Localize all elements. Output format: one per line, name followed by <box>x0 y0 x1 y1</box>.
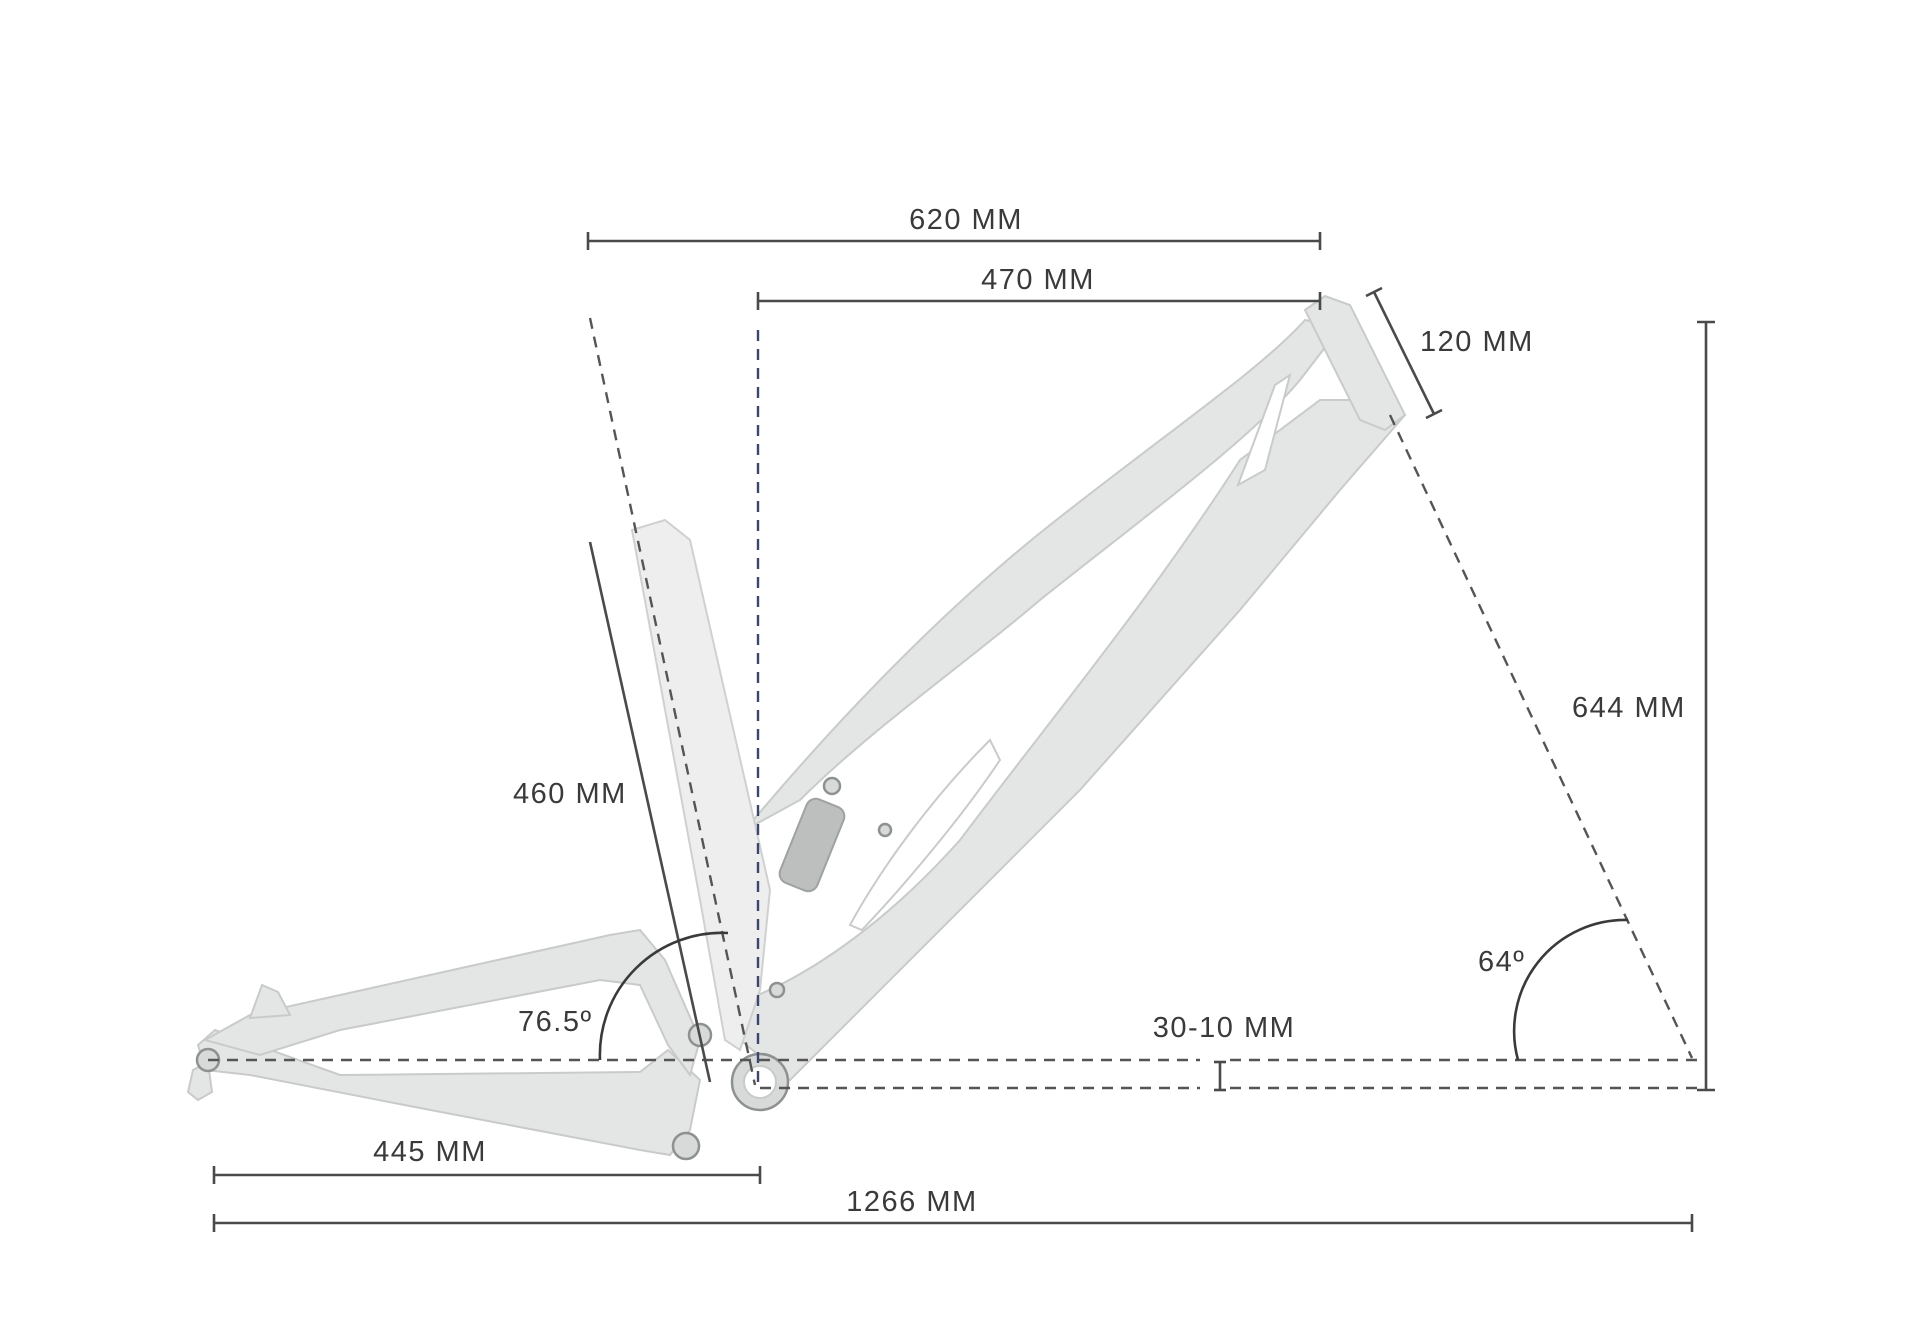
dim-120-line <box>1372 291 1436 415</box>
dim-460-line <box>588 541 712 1083</box>
head-tube <box>1303 294 1407 432</box>
frame-cutout-upper <box>1236 372 1292 488</box>
dim-120-tick-bottom <box>1425 408 1443 420</box>
link-pivot <box>768 981 786 999</box>
head-angle-arc <box>1512 918 1629 1061</box>
lower-link-pivot <box>671 1131 701 1161</box>
label-1266: 1266 MM <box>846 1186 977 1218</box>
label-bb-drop: 30-10 MM <box>1153 1012 1296 1044</box>
label-644: 644 MM <box>1572 692 1686 724</box>
top-tube <box>744 318 1342 831</box>
label-445: 445 MM <box>373 1136 487 1168</box>
label-seat-angle: 76.5º <box>518 1006 593 1038</box>
label-460: 460 MM <box>513 778 627 810</box>
label-120: 120 MM <box>1420 326 1534 358</box>
shock-pivot-upper <box>822 776 842 796</box>
label-620: 620 MM <box>909 204 1023 236</box>
rear-shock <box>778 797 846 893</box>
seatstay <box>202 928 702 1078</box>
label-470: 470 MM <box>981 264 1095 296</box>
dim-120-tick-top <box>1365 286 1383 298</box>
shock-pivot-lower <box>877 822 893 838</box>
seat-angle-line <box>588 317 757 1086</box>
label-head-angle: 64º <box>1478 946 1525 978</box>
frame-cutout-lower <box>848 738 1002 932</box>
dropout <box>248 983 292 1020</box>
bike-frame <box>186 294 1407 1161</box>
dimension-lines <box>212 232 1715 1232</box>
chainstay <box>196 1028 702 1157</box>
seat-tube <box>630 518 772 1052</box>
reference-lines <box>208 317 1700 1090</box>
dimension-labels: 620 MM 470 MM 120 MM 644 MM 460 MM 76.5º… <box>373 204 1686 1218</box>
seat-angle-arc <box>598 931 729 1061</box>
bottom-bracket-bore <box>743 1065 777 1099</box>
head-angle-line <box>1388 414 1694 1059</box>
